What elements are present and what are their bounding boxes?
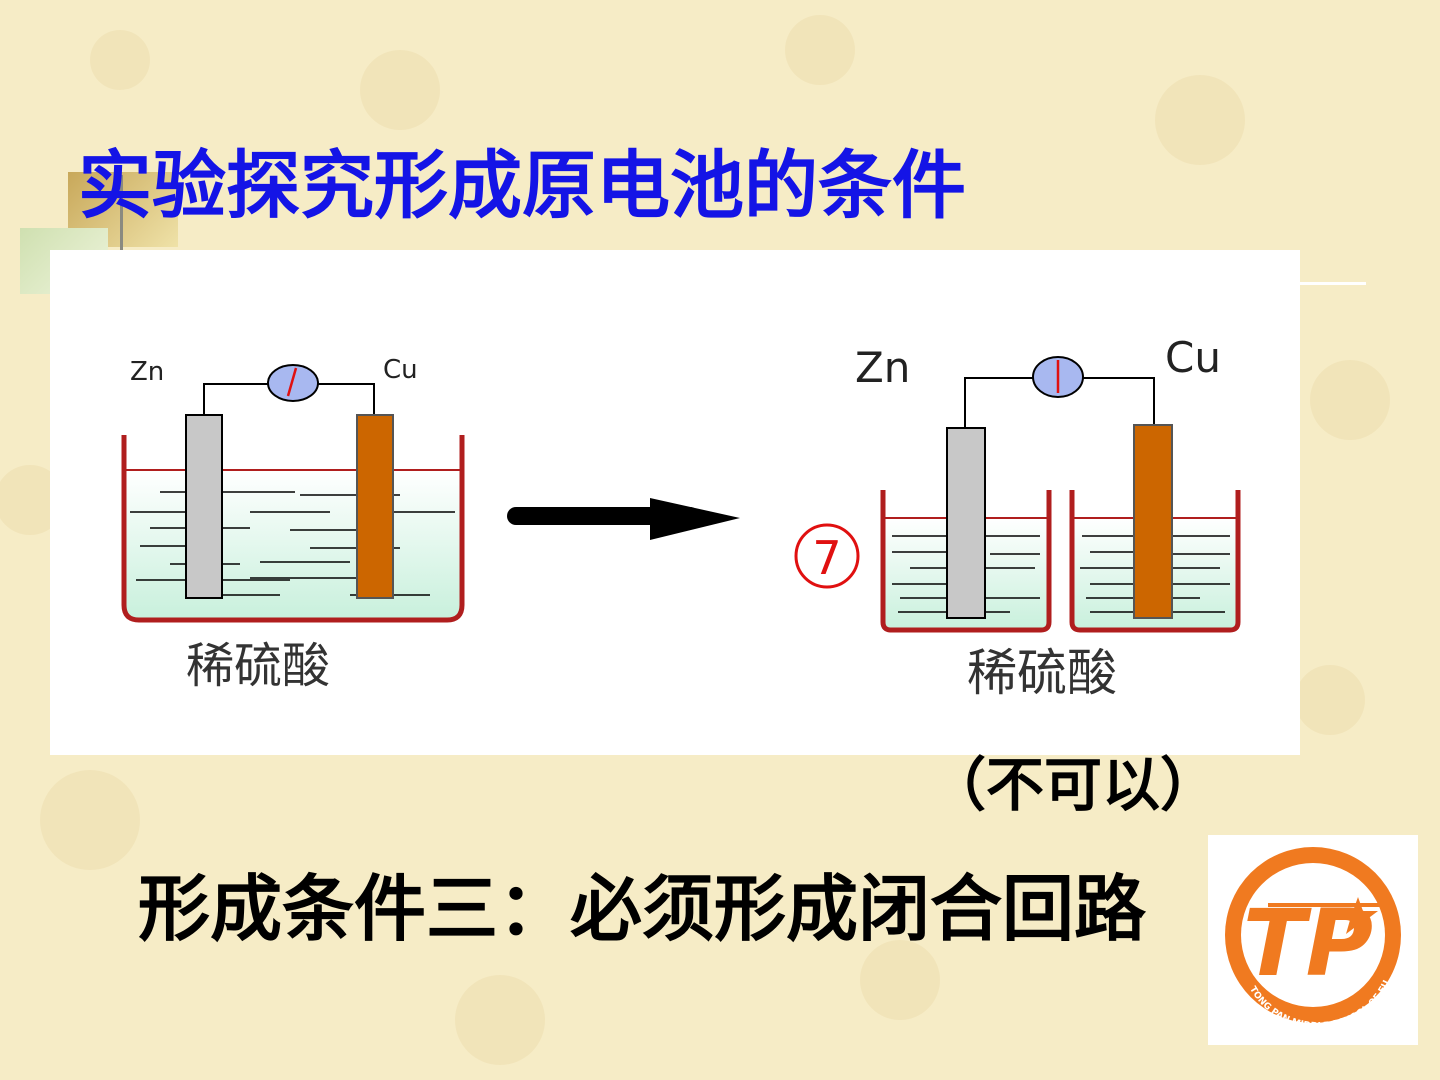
slide-title: 实验探究形成原电池的条件 bbox=[78, 143, 966, 229]
decor-horizontal-line bbox=[1300, 282, 1366, 285]
right-beaker-left bbox=[880, 490, 1052, 633]
left-setup: Zn Cu 稀硫酸 bbox=[121, 355, 465, 694]
battery-diagram: Zn Cu 稀硫酸 7 bbox=[121, 333, 1241, 702]
left-solution-label: 稀硫酸 bbox=[186, 638, 330, 694]
logo-letters: TP bbox=[1243, 890, 1373, 997]
right-galvanometer-icon bbox=[1032, 356, 1084, 398]
transition-arrow-icon bbox=[507, 498, 740, 540]
marker-circle-icon bbox=[794, 523, 860, 589]
left-galvanometer-icon bbox=[267, 364, 319, 402]
right-cu-label: Cu bbox=[1165, 333, 1221, 382]
right-setup: 7 bbox=[794, 333, 1241, 702]
diagram-panel: Zn Cu 稀硫酸 7 bbox=[50, 250, 1300, 755]
right-beaker-right bbox=[1069, 490, 1241, 633]
result-caption: （不可以） bbox=[928, 751, 1219, 819]
school-logo: TP TONG PAN MIDDLE SCHOOL OF FUJIAN PROV… bbox=[1204, 828, 1418, 1045]
left-cu-label: Cu bbox=[383, 355, 418, 385]
right-copper-electrode bbox=[1133, 424, 1173, 619]
right-zinc-electrode bbox=[946, 427, 986, 619]
left-beaker bbox=[121, 435, 465, 623]
right-zn-label: Zn bbox=[855, 343, 910, 392]
marker-number: 7 bbox=[812, 531, 841, 585]
left-copper-electrode bbox=[356, 414, 394, 599]
right-solution-label: 稀硫酸 bbox=[967, 644, 1117, 702]
left-zn-label: Zn bbox=[130, 357, 164, 387]
conclusion-text: 形成条件三：必须形成闭合回路 bbox=[138, 866, 1147, 951]
left-zinc-electrode bbox=[185, 414, 223, 599]
school-logo-icon: TP TONG PAN MIDDLE SCHOOL OF FUJIAN PROV… bbox=[1204, 828, 1401, 1032]
decor-vertical-line bbox=[120, 175, 123, 250]
